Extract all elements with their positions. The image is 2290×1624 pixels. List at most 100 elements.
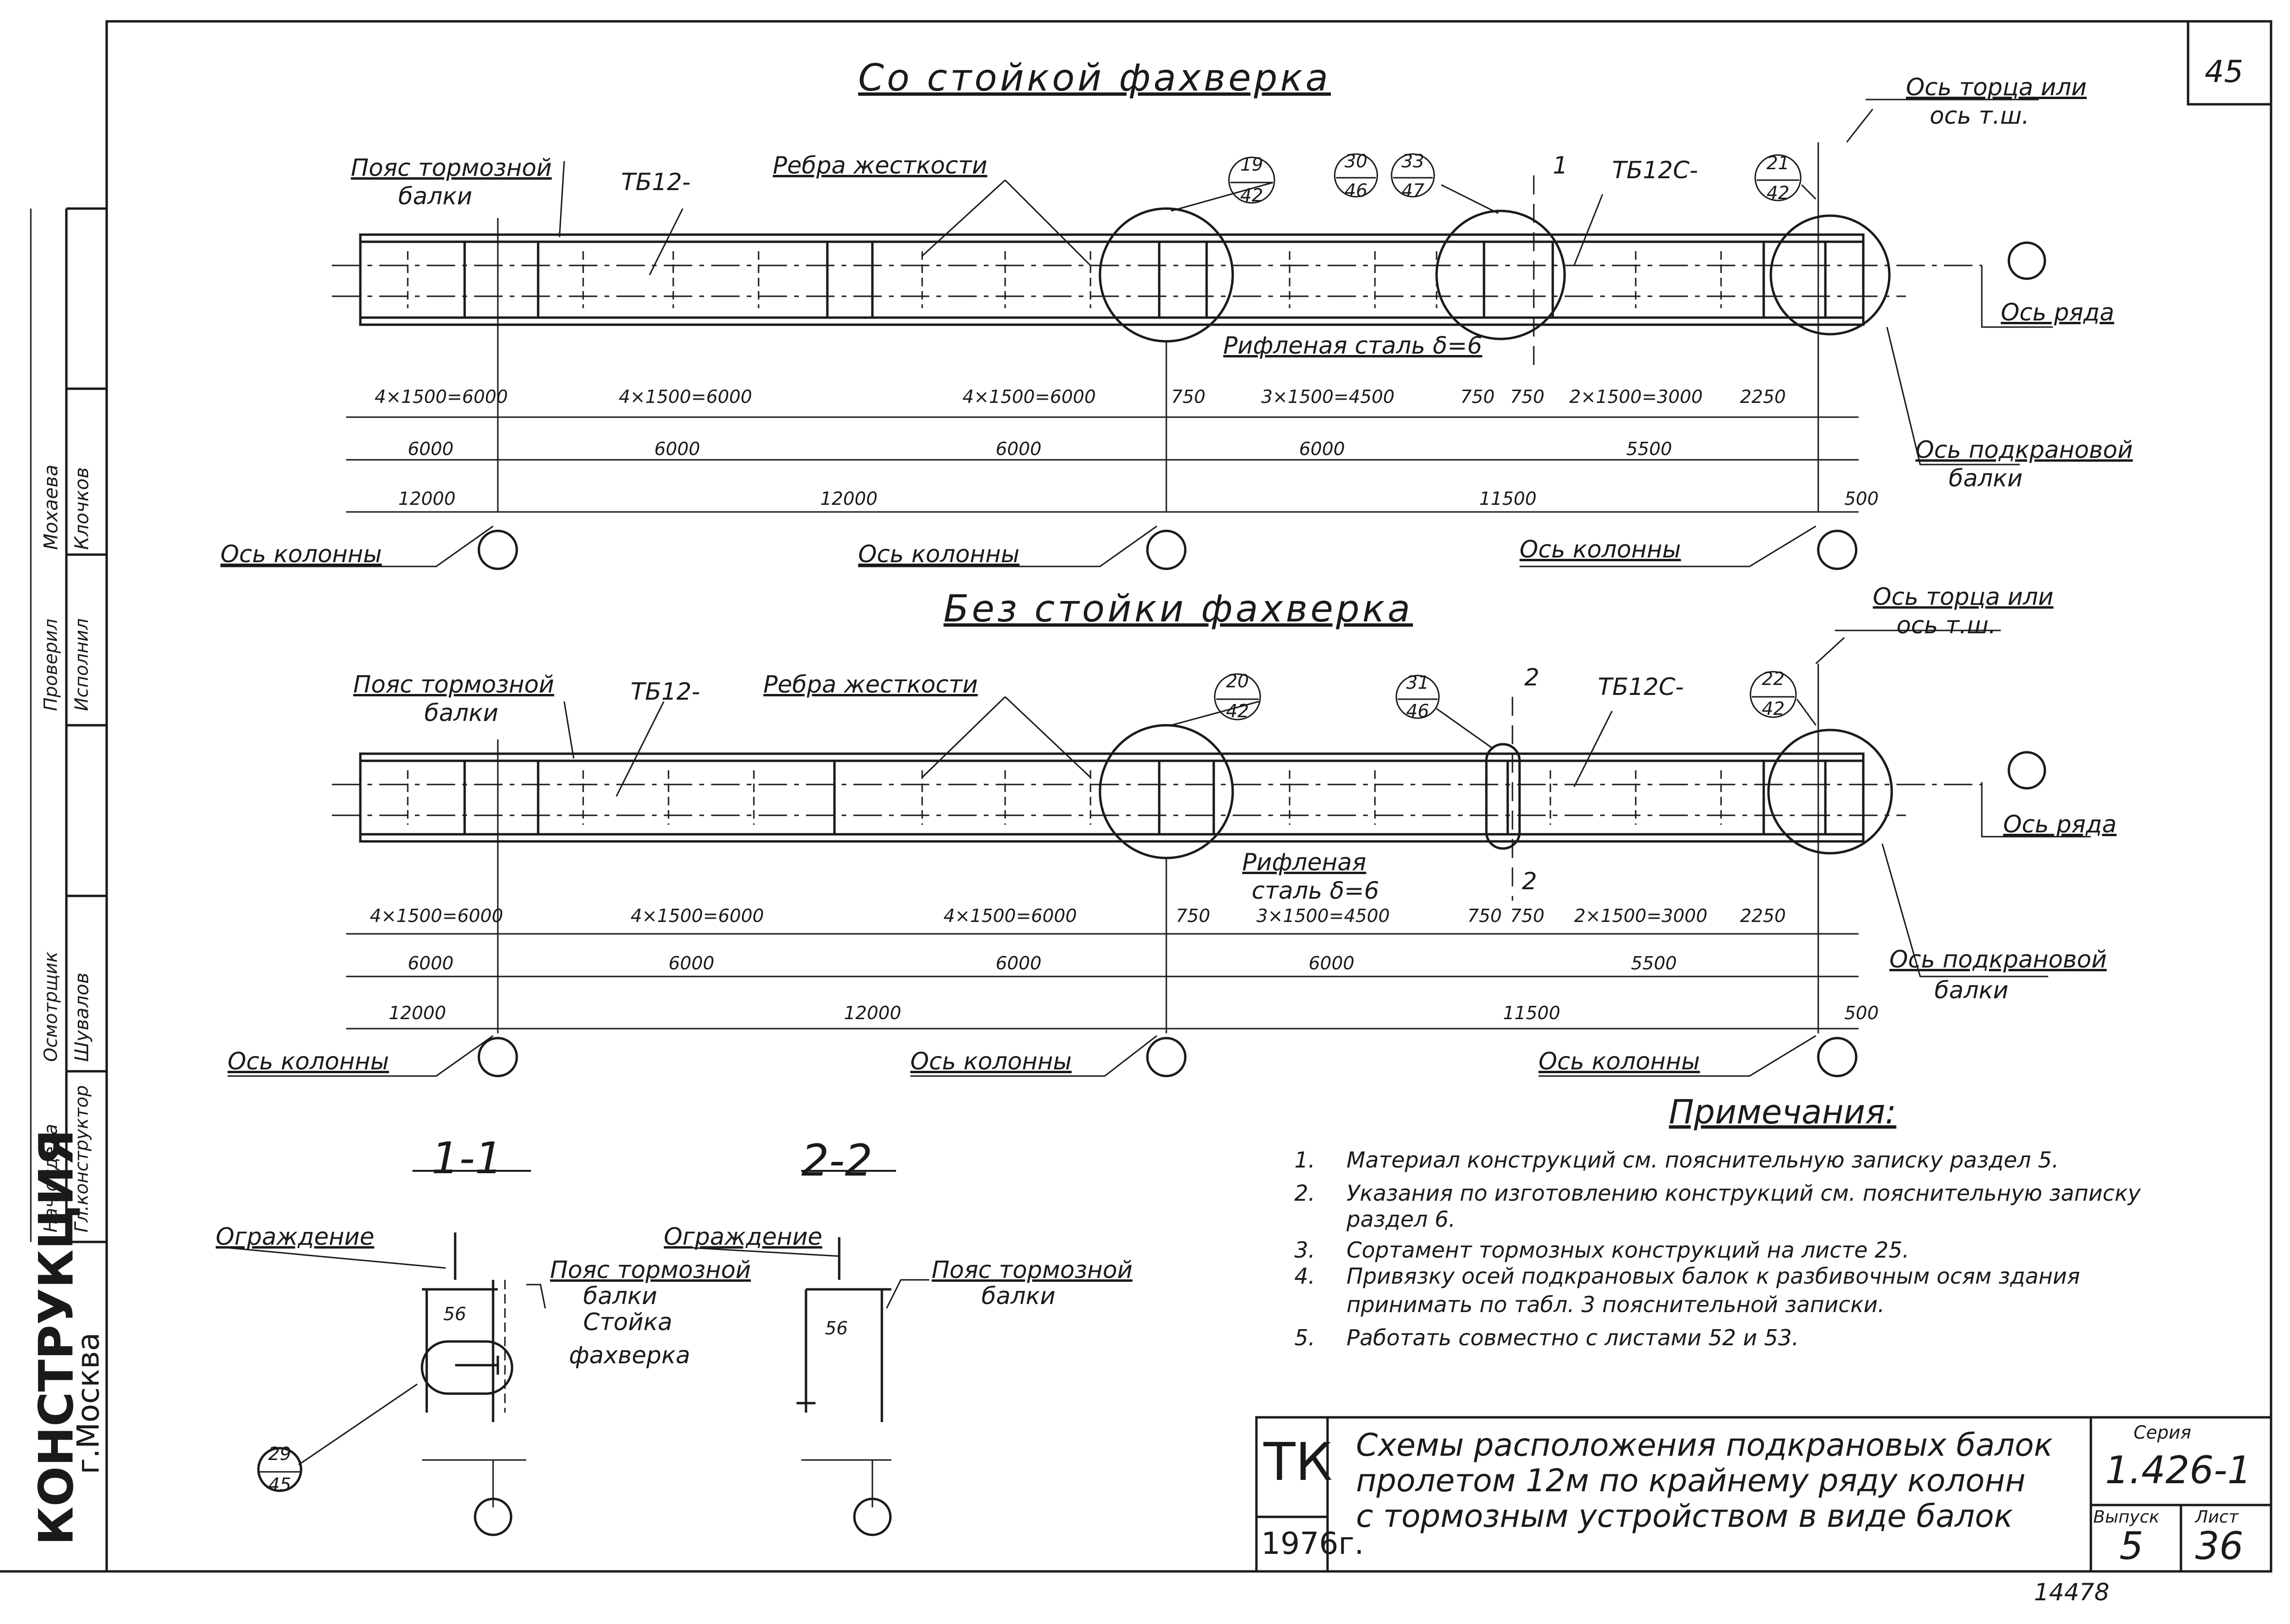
sheet-value: 36 [2195, 1524, 2244, 1568]
archive-number: 14478 [2034, 1578, 2110, 1606]
top-axis-column-3: Ось колонны [1520, 536, 1681, 563]
section-1-dim: 56 [443, 1304, 467, 1324]
bottom-dim-1-4: 750 [1176, 905, 1210, 926]
bottom-axis-column-3: Ось колонны [1539, 1048, 1700, 1075]
top-dim-3-2: 12000 [820, 488, 878, 509]
top-callout-b-bottom: 46 [1344, 180, 1368, 201]
top-axis-column-1: Ось колонны [220, 540, 382, 568]
section-2-belt-2: балки [981, 1282, 1056, 1310]
top-axis-crane-2: балки [1949, 465, 2023, 492]
top-dim-1-4: 750 [1171, 386, 1206, 407]
bottom-label-belt-2: балки [424, 699, 499, 727]
section-1-belt-2: балки [583, 1282, 658, 1310]
top-dim-1-5: 3×1500=4500 [1261, 386, 1395, 407]
note-number: 1. [1294, 1147, 1315, 1173]
bottom-axis-column-1: Ось колонны [228, 1048, 389, 1075]
note-text: Указания по изготовлению конструкций см.… [1347, 1180, 2141, 1206]
top-axis-crane: Ось подкрановой [1915, 436, 2133, 464]
top-beam-left: ТБ12- [621, 168, 691, 196]
bottom-dim-1-1: 4×1500=6000 [370, 905, 504, 926]
sheet-frame [105, 20, 2272, 1573]
bottom-dim-3-3: 11500 [1503, 1003, 1560, 1023]
bottom-view-title: Без стойки фахверка [943, 588, 1413, 630]
top-dim-3-1: 12000 [398, 488, 456, 509]
title-block-year: 1976г. [1261, 1526, 1364, 1561]
note-number: 2. [1294, 1180, 1315, 1206]
bottom-dim-3-4: 500 [1844, 1003, 1879, 1023]
top-dim-1-6: 750 [1460, 386, 1495, 407]
bottom-axis-end: Ось торца или [1873, 583, 2054, 611]
top-dim-1-8: 2×1500=3000 [1569, 386, 1703, 407]
bottom-dim-1-9: 2250 [1740, 905, 1786, 926]
top-callout-d-bottom: 42 [1766, 182, 1790, 203]
bottom-beam-right: ТБ12С- [1598, 673, 1684, 701]
bottom-callout-d-bottom: 42 [1761, 698, 1785, 719]
top-dim-2-4: 6000 [1299, 438, 1345, 459]
note-text: Материал конструкций см. пояснительную з… [1347, 1147, 2059, 1173]
top-corrugated: Рифленая сталь δ=6 [1223, 332, 1483, 359]
stamp-role: Нач.отдела [40, 1123, 61, 1232]
title-line-3: с тормозным устройством в виде балок [1356, 1498, 2013, 1534]
top-axis-end: Ось торца или [1906, 73, 2087, 101]
top-beam-right: ТБ12С- [1612, 156, 1698, 184]
top-section-mark: 1 [1553, 152, 1568, 179]
bottom-callout-d-top: 22 [1761, 668, 1785, 689]
issue-label: Выпуск [2093, 1507, 2160, 1527]
top-dim-1-1: 4×1500=6000 [375, 386, 508, 407]
sheet-label: Лист [2195, 1507, 2239, 1527]
note-number: 3. [1294, 1237, 1315, 1263]
top-axis-column-2: Ось колонны [858, 540, 1020, 568]
bottom-dim-1-2: 4×1500=6000 [631, 905, 764, 926]
bottom-callout-a-bottom: 42 [1226, 701, 1249, 721]
series-value: 1.426-1 [2105, 1448, 2252, 1492]
bottom-callout-b-top: 31 [1406, 672, 1429, 693]
bottom-label-belt: Пояс тормозной [353, 671, 554, 698]
series-label: Серия [2134, 1422, 2191, 1443]
bottom-dim-2-1: 6000 [408, 953, 454, 974]
bottom-dim-1-3: 4×1500=6000 [943, 905, 1077, 926]
bottom-dim-1-6: 750 [1467, 905, 1502, 926]
top-axis-end-2: ось т.ш. [1930, 102, 2030, 129]
bottom-section-mark-2: 2 [1522, 867, 1537, 895]
bottom-dim-1-8: 2×1500=3000 [1574, 905, 1708, 926]
top-dim-1-7: 750 [1510, 386, 1545, 407]
top-callout-d-top: 21 [1766, 153, 1790, 173]
bottom-corrugated-2: сталь δ=6 [1252, 877, 1379, 904]
bottom-dim-2-4: 6000 [1309, 953, 1355, 974]
stamp-name: Клочков [71, 467, 93, 550]
bottom-dim-1-5: 3×1500=4500 [1256, 905, 1390, 926]
top-callout-c-top: 33 [1401, 151, 1425, 172]
stamp-role: Осмотрщик [40, 951, 61, 1062]
section-2-dim: 56 [825, 1318, 848, 1339]
section-1-post-2: фахверка [569, 1341, 690, 1369]
bottom-callout-b-bottom: 46 [1406, 701, 1429, 721]
section-2-fence: Ограждение [664, 1223, 823, 1250]
bottom-axis-row: Ось ряда [2003, 811, 2117, 838]
top-callout-a-top: 19 [1240, 154, 1264, 175]
note-number: 5. [1294, 1325, 1315, 1350]
bottom-section-mark: 2 [1524, 664, 1539, 691]
top-callout-b-top: 30 [1344, 151, 1368, 172]
section-2-title: 2-2 [801, 1135, 873, 1186]
section-1-1-drawing [215, 1170, 546, 1536]
section-2-belt: Пояс тормозной [932, 1256, 1133, 1284]
top-dim-1-2: 4×1500=6000 [619, 386, 752, 407]
top-dim-3-4: 500 [1844, 488, 1879, 509]
top-label-ribs: Ребра жесткости [773, 152, 988, 179]
note-text: Сортамент тормозных конструкций на листе… [1347, 1237, 1909, 1263]
top-dim-2-5: 5500 [1626, 438, 1672, 459]
top-dim-1-9: 2250 [1740, 386, 1786, 407]
sheet-number: 45 [2205, 55, 2244, 90]
notes-heading: Примечания: [1669, 1093, 1896, 1131]
bottom-beam-plan [332, 724, 2046, 859]
stamp-name: Мохаева [40, 465, 62, 550]
bottom-dim-1-7: 750 [1510, 905, 1545, 926]
bottom-dim-2-3: 6000 [996, 953, 1042, 974]
top-dim-1-3: 4×1500=6000 [962, 386, 1096, 407]
stamp-role: Проверил [40, 619, 61, 711]
bottom-axis-column-2: Ось колонны [910, 1048, 1072, 1075]
top-view-title: Со стойкой фахверка [858, 57, 1331, 100]
top-callout-c-bottom: 47 [1401, 180, 1425, 201]
stamp-city: г.Москва [71, 1332, 106, 1474]
bottom-label-ribs: Ребра жесткости [763, 671, 978, 698]
